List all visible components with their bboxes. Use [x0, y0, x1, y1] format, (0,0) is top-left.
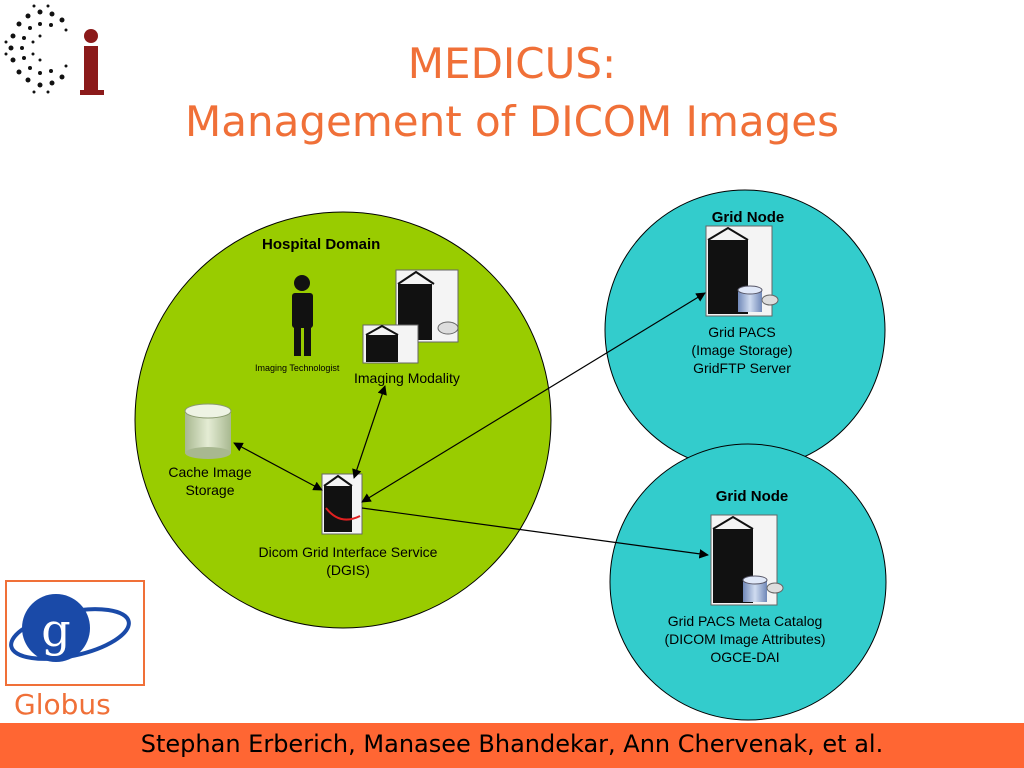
dgis-server-icon	[321, 473, 363, 535]
grid-pacs-server-icon	[705, 225, 779, 317]
dgis-label: Dicom Grid Interface Service (DGIS)	[258, 544, 438, 578]
hospital-domain-label: Hospital Domain	[262, 236, 381, 253]
person-icon	[292, 275, 313, 356]
globus-logo-label: Globus	[14, 688, 111, 721]
cache-dgis-arrow	[233, 442, 323, 491]
globus-logo-frame	[5, 580, 145, 686]
footer-authors: Stephan Erberich, Manasee Bhandekar, Ann…	[140, 730, 884, 758]
grid-pacs-label: Grid PACS (Image Storage) GridFTP Server	[691, 324, 793, 376]
imaging-technologist-label: Imaging Technologist	[255, 363, 340, 373]
imaging-modality-label: Imaging Modality	[354, 370, 460, 386]
cache-storage-label: Cache Image Storage	[168, 464, 252, 498]
ci-logo	[4, 4, 104, 95]
slide-title-line1: MEDICUS:	[407, 39, 617, 88]
meta-catalog-label: Grid PACS Meta Catalog (DICOM Image Attr…	[664, 613, 826, 665]
dgis-meta-arrow	[361, 507, 709, 559]
cache-storage-cylinder-icon	[184, 403, 232, 459]
slide-title-line2: Management of DICOM Images	[185, 97, 839, 146]
dgis-pacs-arrow	[361, 292, 706, 503]
footer-bar	[0, 723, 1024, 768]
meta-catalog-server-icon	[710, 514, 784, 606]
grid-node-top-label: Grid Node	[711, 209, 785, 226]
grid-node-bottom-label: Grid Node	[715, 488, 789, 505]
